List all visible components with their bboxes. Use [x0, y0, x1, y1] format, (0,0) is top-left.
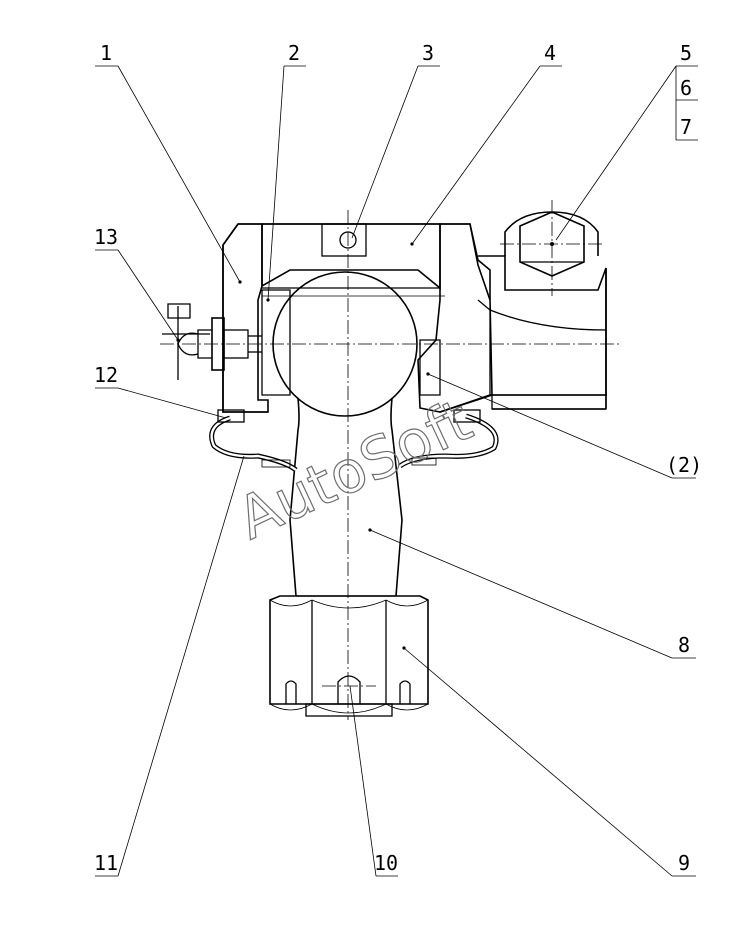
- callout-3: 3: [422, 41, 434, 65]
- housing-arm: [477, 255, 607, 410]
- leader-lines: [95, 65, 698, 877]
- callout-13: 13: [94, 225, 118, 249]
- dust-boot-11: [209, 409, 499, 473]
- grease-fitting-13: [162, 303, 262, 380]
- callout-7: 7: [680, 115, 692, 139]
- callout-4: 4: [544, 41, 556, 65]
- callout-12: 12: [94, 363, 118, 387]
- callout-1: 1: [100, 41, 112, 65]
- centerlines: [160, 210, 622, 720]
- callout-6: 6: [680, 76, 692, 100]
- callout-9: 9: [678, 851, 690, 875]
- castle-nut-9: [269, 595, 429, 717]
- callout-11: 11: [94, 851, 118, 875]
- callout-2: 2: [288, 41, 300, 65]
- bolt-5: [500, 200, 604, 296]
- housing-body: [222, 223, 493, 413]
- callout-10: 10: [374, 851, 398, 875]
- callout-8: 8: [678, 633, 690, 657]
- watermark-logo: AutoSoft: [227, 386, 482, 553]
- callout-5: 5: [680, 41, 692, 65]
- callout-labels: 1 2 3 4 5 6 7 13 12 (2) 8 9 10 11: [94, 41, 702, 875]
- callout-2-alt: (2): [666, 453, 702, 477]
